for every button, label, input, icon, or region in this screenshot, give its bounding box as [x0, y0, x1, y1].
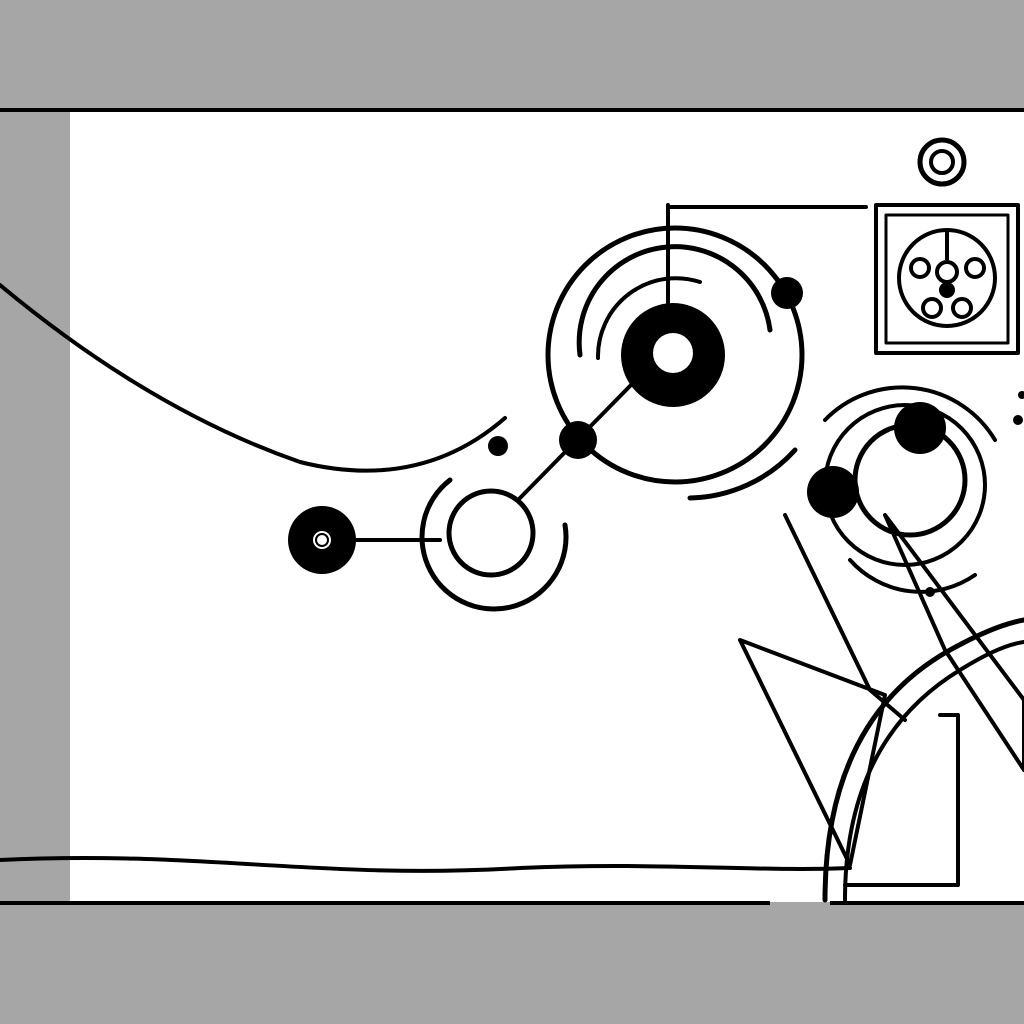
right-arc-outer	[823, 385, 997, 442]
small-dot	[488, 436, 508, 456]
shard-1	[783, 513, 907, 722]
inner-arc-1	[576, 244, 773, 358]
panel	[70, 112, 1024, 902]
gear-box-outer	[874, 203, 1020, 355]
outer-arc-bottom	[687, 447, 798, 501]
main-disc-hole	[653, 333, 693, 373]
middle-ring	[446, 488, 536, 578]
tiny-dot-2	[1018, 391, 1024, 399]
sweeping-curve	[0, 283, 507, 473]
tiny-dot-1	[1013, 415, 1023, 425]
right-dot-lower	[807, 466, 859, 518]
middle-ring-arc	[419, 477, 569, 612]
gear-box-inner	[884, 213, 1010, 345]
right-dot-upper	[894, 402, 946, 454]
outer-ring	[545, 225, 805, 485]
upper-dot	[771, 277, 803, 309]
left-disc-pin	[315, 533, 329, 547]
bracket-shape	[843, 713, 960, 887]
wavy-baseline	[0, 855, 852, 873]
joint-dot	[559, 421, 597, 459]
large-arch-2	[843, 640, 1024, 902]
target-icon	[917, 137, 967, 187]
inner-arc-2	[595, 276, 702, 360]
gear-knob-icon	[897, 228, 997, 328]
right-arc-lower	[848, 558, 977, 594]
tiny-dot-3	[925, 587, 935, 597]
large-arch-1	[822, 617, 1024, 903]
